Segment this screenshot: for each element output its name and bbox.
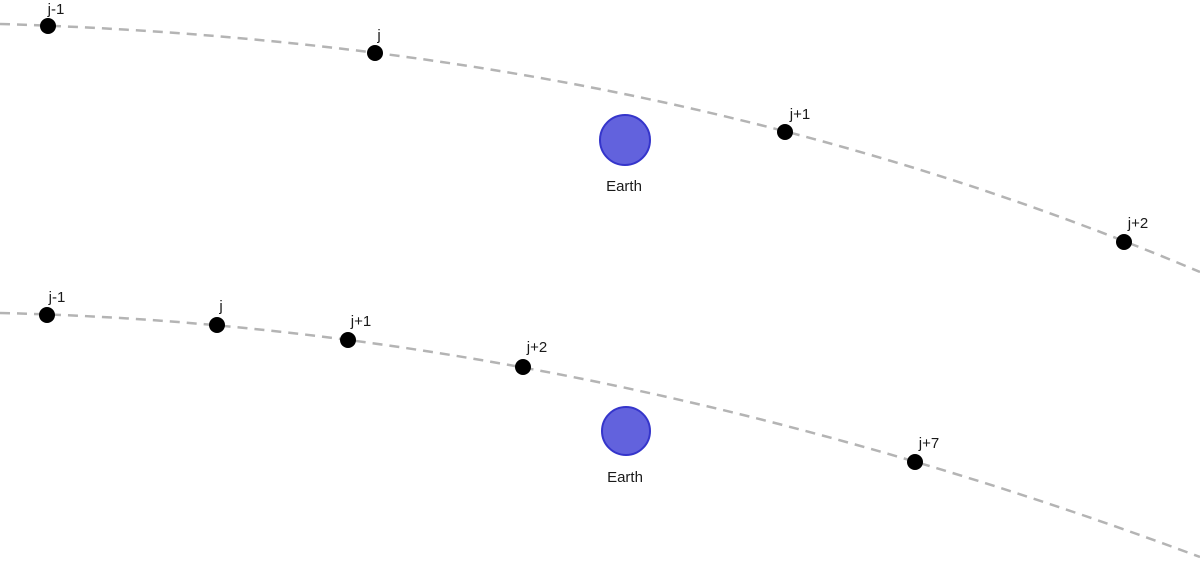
observation-point-label: j+7 (918, 435, 939, 452)
observation-point (777, 124, 793, 140)
observation-point (209, 317, 225, 333)
observation-point (907, 454, 923, 470)
observation-point-label: j (218, 298, 222, 315)
observation-point-label: j (376, 27, 380, 44)
diagram-bottom-trajectory: Earth j-1 j j+1 j+2 j+7 (0, 289, 1200, 559)
observation-point-label: j+2 (1127, 215, 1148, 232)
earth-circle (601, 406, 651, 456)
observation-point (1116, 234, 1132, 250)
trajectory-path (0, 311, 1200, 559)
observation-point-label: j+1 (789, 106, 810, 123)
earth-circle (599, 114, 651, 166)
observation-point (40, 18, 56, 34)
observation-point (367, 45, 383, 61)
observation-point (39, 307, 55, 323)
observation-point-label: j-1 (47, 1, 65, 18)
trajectory-path (0, 22, 1200, 274)
observation-point (340, 332, 356, 348)
observation-point-label: j-1 (48, 289, 66, 306)
earth-label: Earth (607, 469, 643, 486)
earth-label: Earth (606, 178, 642, 195)
observation-point-label: j+1 (350, 313, 371, 330)
observation-point (515, 359, 531, 375)
diagram-top-trajectory: Earth j-1 j j+1 j+2 (0, 1, 1200, 274)
observation-point-label: j+2 (526, 339, 547, 356)
